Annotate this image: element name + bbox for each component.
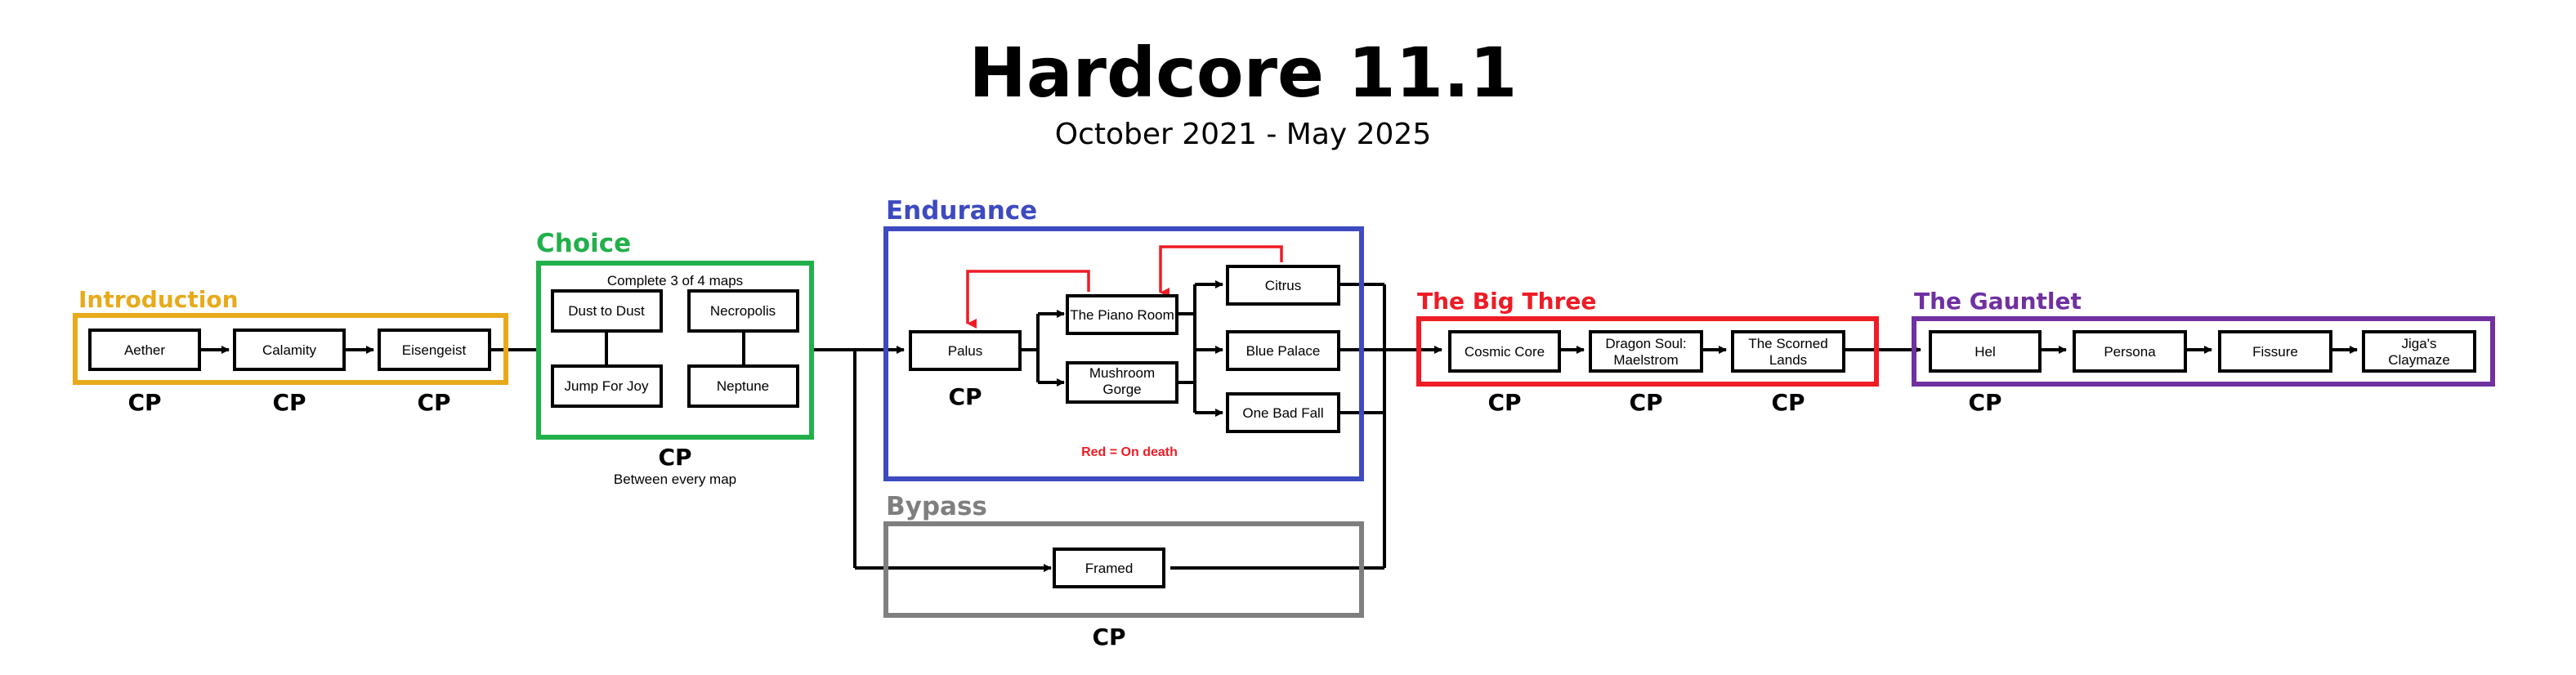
checkpoint-label: CP (1629, 389, 1662, 416)
map-label-line: Dragon Soul: (1605, 336, 1686, 351)
map-node-neptune (687, 364, 799, 408)
map-label: Persona (2104, 344, 2156, 360)
section-bypass: Bypass (883, 492, 1364, 618)
checkpoint-label: CP (272, 389, 306, 416)
page-title: Hardcore 11.1 (969, 33, 1518, 113)
on-death-arrows (966, 245, 1283, 329)
section-label-choice: Choice (536, 229, 631, 258)
map-label-line: Jiga's (2402, 336, 2437, 351)
map-node-framed (1053, 548, 1165, 588)
map-node-the-scorned-lands (1731, 330, 1845, 373)
map-node-dust-to-dust (551, 289, 663, 333)
map-label: Calamity (262, 342, 317, 358)
map-node-palus (909, 330, 1022, 371)
map-label: Cosmic Core (1465, 344, 1545, 360)
map-label-multiline: Dragon Soul:Maelstrom (1605, 336, 1686, 368)
map-node-calamity (233, 329, 346, 371)
map-label: Necropolis (710, 303, 776, 319)
choice-checkpoint-note: Between every map (614, 472, 736, 487)
map-label: The Piano Room (1070, 307, 1174, 323)
connector-lines (200, 280, 2358, 572)
section-gauntlet: The Gauntlet (1912, 288, 2495, 387)
page-subtitle: October 2021 - May 2025 (1055, 118, 1432, 151)
map-node-necropolis (687, 289, 799, 333)
section-endurance: Endurance Red = On death (883, 196, 1364, 481)
map-node-eisengeist (378, 329, 491, 371)
section-label-introduction: Introduction (78, 286, 239, 313)
map-label: Fissure (2252, 344, 2298, 360)
checkpoint-label: CP (948, 383, 982, 410)
checkpoint-label: CP (1771, 389, 1805, 416)
endurance-legend: Red = On death (1081, 445, 1178, 459)
section-choice: Choice Complete 3 of 4 maps (536, 229, 814, 440)
section-introduction: Introduction (73, 286, 508, 385)
checkpoint-label: CP (1487, 389, 1521, 416)
map-label: Dust to Dust (568, 303, 645, 319)
map-label: Eisengeist (402, 342, 467, 358)
map-node-aether (88, 329, 201, 371)
section-label-bypass: Bypass (886, 492, 987, 521)
map-label: Hel (1974, 344, 1996, 360)
map-label: Jump For Joy (565, 378, 649, 394)
map-label: One Bad Fall (1242, 405, 1323, 421)
map-node-hel (1929, 330, 2042, 373)
map-node-mushroom-gorge (1066, 361, 1178, 404)
map-label: Palus (948, 343, 983, 359)
checkpoint-label: CP (1092, 624, 1125, 650)
choice-instruction: Complete 3 of 4 maps (607, 273, 743, 288)
map-node-jump-for-joy (551, 364, 663, 408)
checkpoint-label: CP (417, 389, 450, 416)
checkpoint-label: CP (1968, 389, 2001, 416)
map-node-fissure (2218, 330, 2332, 373)
map-label: Blue Palace (1246, 343, 1321, 359)
map-label: Framed (1085, 561, 1134, 576)
map-node-one-bad-fall (1226, 392, 1340, 433)
map-node-jigas-claymaze (2362, 330, 2476, 373)
section-label-gauntlet: The Gauntlet (1914, 288, 2082, 315)
map-node-citrus (1226, 265, 1340, 306)
section-big-three: The Big Three (1416, 288, 1879, 387)
map-label-line: Lands (1769, 352, 1807, 368)
map-node-persona (2073, 330, 2187, 373)
section-label-big-three: The Big Three (1417, 288, 1596, 315)
section-label-endurance: Endurance (886, 196, 1037, 226)
map-node-dragon-soul (1589, 330, 1703, 373)
map-node-cosmic-core (1448, 330, 1561, 373)
map-label-line: Claymaze (2388, 352, 2450, 368)
map-node-blue-palace (1226, 330, 1340, 371)
checkpoint-label: CP (127, 389, 161, 416)
map-label-line: Gorge (1102, 382, 1141, 397)
map-label: Citrus (1265, 278, 1301, 293)
map-label: Neptune (717, 378, 769, 394)
checkpoint-label: CP (658, 444, 691, 471)
map-label-line: The Scorned (1748, 336, 1827, 351)
map-label-line: Maelstrom (1613, 352, 1678, 368)
map-node-the-piano-room (1066, 294, 1178, 335)
map-label: Aether (124, 342, 165, 358)
map-label-line: Mushroom (1089, 365, 1155, 381)
